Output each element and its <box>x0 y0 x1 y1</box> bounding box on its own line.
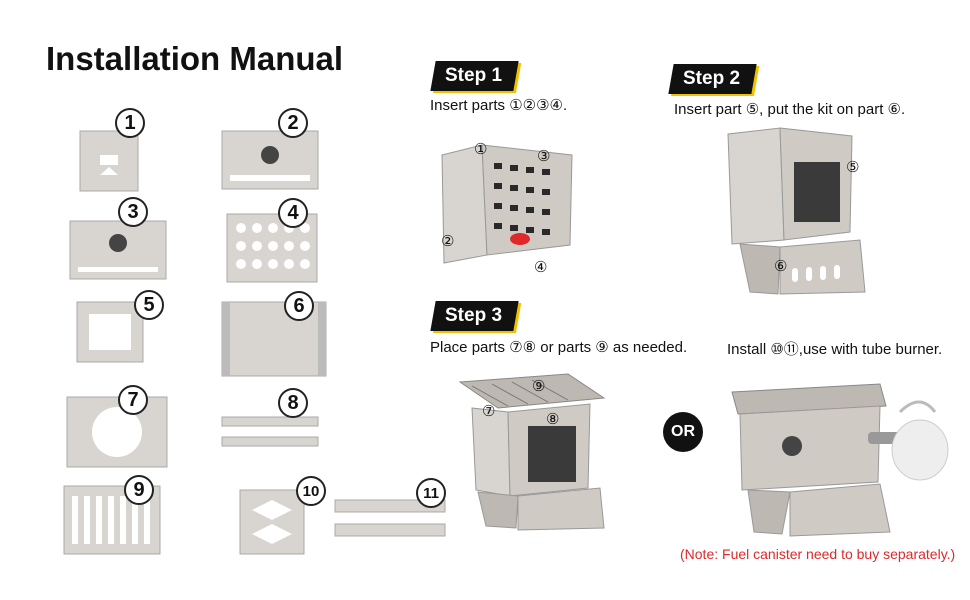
part-number-5: 5 <box>134 290 164 320</box>
step-1-label-2: ② <box>441 233 455 250</box>
page-title: Installation Manual <box>46 40 344 77</box>
part-7-illustration <box>66 396 168 468</box>
step-2-badge: Step 2 <box>668 64 757 94</box>
step-2-illustration <box>727 127 866 295</box>
step-1-label: Step 1 <box>445 65 503 86</box>
part-number-10: 10 <box>296 476 326 506</box>
part-1-illustration <box>79 130 139 192</box>
step-3-burner-illustration <box>731 383 949 537</box>
step-2-label-5: ⑤ <box>846 159 860 176</box>
note-text: (Note: Fuel canister need to buy separat… <box>680 546 956 562</box>
step-3-instruction: Place parts ⑦⑧ or parts ⑨ as needed. <box>430 339 688 356</box>
step-3-badge: Step 3 <box>430 301 519 331</box>
part-2-illustration <box>221 130 319 190</box>
part-number-6: 6 <box>284 291 314 321</box>
step-2-label: Step 2 <box>683 68 741 89</box>
step-3-label-9: ⑨ <box>532 378 546 395</box>
part-number-11: 11 <box>416 478 446 508</box>
part-number-4: 4 <box>278 198 308 228</box>
part-number-8: 8 <box>278 388 308 418</box>
step-3-label-7: ⑦ <box>482 403 496 420</box>
part-number-9: 9 <box>124 475 154 505</box>
or-badge: OR <box>663 412 703 452</box>
part-6-illustration <box>221 301 327 377</box>
parts-diagram: 1 2 3 4 5 6 7 <box>60 100 360 570</box>
part-number-7: 7 <box>118 385 148 415</box>
part-11-bars <box>334 499 446 537</box>
part-5-illustration <box>76 301 144 363</box>
step-3-grill-illustration <box>458 373 606 531</box>
part-3-illustration <box>69 220 167 280</box>
step-1-instruction: Insert parts ①②③④. <box>430 97 568 114</box>
step-1-label-4: ④ <box>534 259 548 276</box>
step-2-label-6: ⑥ <box>774 258 788 275</box>
step-1-badge: Step 1 <box>430 61 519 91</box>
part-9-illustration <box>63 485 161 555</box>
part-number-3: 3 <box>118 197 148 227</box>
step-3-label-8: ⑧ <box>546 411 560 428</box>
part-4-illustration <box>226 213 318 283</box>
step-3-label: Step 3 <box>445 305 503 326</box>
part-number-2: 2 <box>278 108 308 138</box>
step-2-instruction: Insert part ⑤, put the kit on part ⑥. <box>674 101 906 118</box>
part-number-1: 1 <box>115 108 145 138</box>
step-1-label-1: ① <box>474 141 488 158</box>
step-1-illustration <box>441 144 573 264</box>
step-3-alt-instruction: Install ⑩⑪,use with tube burner. <box>727 341 943 358</box>
step-1-label-3: ③ <box>537 148 551 165</box>
part-8-illustration <box>221 416 319 447</box>
part-10-illustration <box>239 489 305 555</box>
